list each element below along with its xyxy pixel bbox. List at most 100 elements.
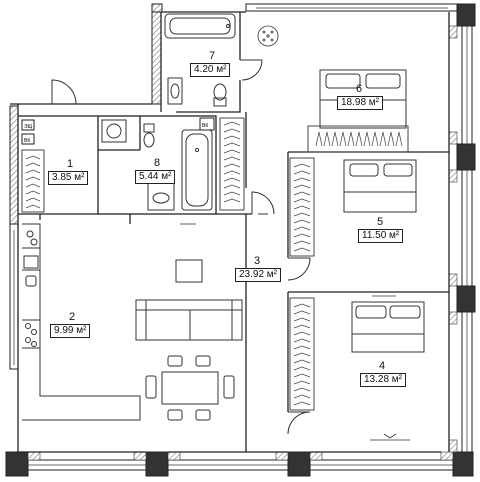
room-number: 6: [355, 83, 363, 95]
room-3-label: 3 23.92 м²: [235, 255, 282, 282]
hanger-mark: [223, 142, 241, 147]
hanger-mark: [223, 149, 241, 154]
hanger-mark: [293, 401, 311, 406]
sink-7: [167, 77, 183, 105]
hanger-mark: [223, 163, 241, 168]
hanger-mark: [25, 197, 41, 202]
hanger-marks: [25, 121, 403, 406]
hanger-mark: [293, 366, 311, 371]
hanger-mark: [293, 219, 311, 224]
doors: [51, 59, 311, 435]
room-number: 3: [253, 255, 261, 267]
room-area: 3.85 м²: [48, 171, 89, 185]
hanger-mark: [223, 184, 241, 189]
room-area: 23.92 м²: [235, 268, 282, 282]
hanger-mark: [293, 352, 311, 357]
interior-walls: [10, 11, 450, 453]
hanger-mark: [315, 131, 323, 147]
hanger-mark: [223, 191, 241, 196]
hanger-mark: [25, 176, 41, 181]
hanger-mark: [223, 177, 241, 182]
wardrobes: [21, 117, 409, 411]
hanger-mark: [371, 131, 379, 147]
hanger-mark: [25, 169, 41, 174]
hanger-mark: [293, 338, 311, 343]
hanger-mark: [355, 131, 363, 147]
hanger-mark: [25, 162, 41, 167]
hanger-mark: [293, 380, 311, 385]
hanger-mark: [25, 183, 41, 188]
hanger-mark: [223, 121, 241, 126]
hanger-mark: [293, 394, 311, 399]
washing-machine: [101, 119, 127, 143]
shower-drain: [257, 25, 279, 47]
room-area: 11.50 м²: [358, 229, 404, 243]
dining-table: [145, 355, 235, 421]
hanger-mark: [331, 131, 339, 147]
hanger-mark: [25, 155, 41, 160]
room-area: 4.20 м²: [190, 63, 231, 77]
toilet-7: [213, 83, 227, 107]
hanger-mark: [293, 317, 311, 322]
hanger-mark: [223, 128, 241, 133]
hanger-mark: [395, 131, 403, 147]
toilet-8: [143, 123, 155, 148]
hanger-mark: [293, 373, 311, 378]
hanger-mark: [293, 240, 311, 245]
hanger-mark: [347, 131, 355, 147]
hanger-mark: [293, 303, 311, 308]
bathtub-7: [164, 13, 236, 39]
room-area: 18.98 м²: [337, 96, 384, 110]
room-7-label: 7 4.20 м²: [190, 50, 231, 77]
hanger-mark: [323, 131, 331, 147]
room-number: 2: [68, 311, 76, 323]
hanger-mark: [293, 233, 311, 238]
room-1-label: 1 3.85 м²: [48, 158, 89, 185]
hanger-mark: [293, 205, 311, 210]
hanger-mark: [387, 131, 395, 147]
room-number: 8: [153, 157, 161, 169]
column-hatch: [27, 25, 458, 461]
hanger-mark: [25, 190, 41, 195]
utility-boxes: [21, 117, 215, 145]
bed-5: [343, 159, 417, 213]
hanger-mark: [293, 324, 311, 329]
tv-cabinet: [175, 259, 203, 283]
kitchen-counter: [22, 223, 141, 421]
sink-8: [147, 181, 175, 211]
room-number: 5: [376, 216, 384, 228]
room-area: 5.44 м²: [135, 170, 176, 184]
meter-label-eshch: ЭЩ: [24, 124, 33, 130]
hanger-mark: [293, 184, 311, 189]
window-lines: [13, 7, 468, 466]
hanger-mark: [223, 156, 241, 161]
room-2-label: 2 9.99 м²: [50, 311, 91, 338]
exterior-walls: [5, 3, 476, 477]
hanger-mark: [293, 310, 311, 315]
hanger-mark: [223, 135, 241, 140]
hanger-mark: [293, 247, 311, 252]
room-number: 1: [66, 158, 74, 170]
tv-marks: [180, 223, 410, 441]
hanger-mark: [293, 226, 311, 231]
hanger-mark: [223, 198, 241, 203]
room-8-label: 8 5.44 м²: [135, 157, 176, 184]
hanger-mark: [293, 191, 311, 196]
meter-label-vk-1: ВК: [24, 138, 30, 144]
room-4-label: 4 13.28 м²: [360, 360, 407, 387]
room-area: 9.99 м²: [50, 324, 91, 338]
hanger-mark: [293, 387, 311, 392]
room-number: 7: [208, 50, 216, 62]
hanger-mark: [363, 131, 371, 147]
hanger-mark: [223, 170, 241, 175]
hanger-mark: [293, 212, 311, 217]
room-6-label: 6 18.98 м²: [337, 83, 384, 110]
hanger-mark: [339, 131, 347, 147]
hanger-mark: [293, 198, 311, 203]
hanger-mark: [293, 170, 311, 175]
meter-label-vk-2: ВК: [202, 123, 208, 129]
room-5-label: 5 11.50 м²: [358, 216, 404, 243]
hanger-mark: [293, 359, 311, 364]
bed-4: [351, 301, 425, 353]
